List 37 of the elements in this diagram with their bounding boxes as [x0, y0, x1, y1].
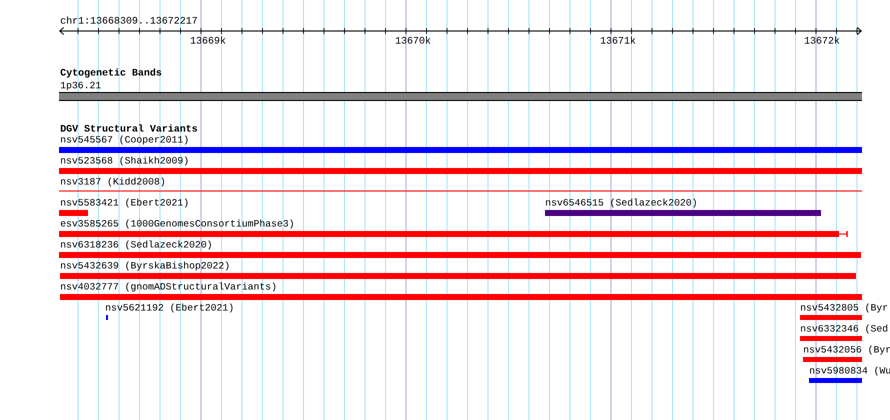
node-label: nsv5980834 (Wu	[810, 366, 890, 376]
track-title: Cytogenetic Bands	[60, 68, 162, 78]
variant-feature: nsv5432639 (ByrskaBishop2022)	[60, 261, 856, 279]
node-label: nsv5583421 (Ebert2021)	[61, 198, 188, 208]
track-title: DGV Structural Variants	[60, 124, 198, 132]
variant-feature: nsv545567 (Cooper2011)	[59, 135, 862, 153]
node-label: nsv5432805 (Byr	[801, 303, 888, 313]
node-label: nsv5432639 (ByrskaBishop2022)	[61, 261, 228, 271]
variant-feature: nsv4032777 (gnomADStructuralVariants)	[60, 282, 862, 300]
node-label: nsv6318236 (Sedlazeck2020)	[61, 240, 211, 250]
node-label: nsv5432056 (Byr	[804, 345, 890, 355]
node-label: nsv6546515 (Sedlazeck2020)	[546, 198, 696, 208]
tick-label: 13670k	[396, 36, 430, 44]
variant-feature: nsv523568 (Shaikh2009)	[59, 156, 862, 174]
tick-label: 13672k	[804, 36, 840, 44]
coordinate-label: chr1:13668309..13672217	[60, 16, 197, 24]
variant-feature: nsv5621192 (Ebert2021)	[106, 303, 232, 320]
node-label: nsv545567 (Cooper2011)	[61, 135, 188, 145]
variant-feature: nsv6318236 (Sedlazeck2020)	[59, 240, 861, 258]
variant-feature: nsv5432805 (Byr	[800, 303, 888, 320]
variant-feature: nsv3187 (Kidd2008)	[59, 177, 862, 192]
variant-feature: nsv6546515 (Sedlazeck2020)	[545, 198, 821, 216]
variant-feature: nsv5980834 (Wu	[809, 366, 890, 383]
node-label: nsv6332346 (Sed	[801, 324, 888, 334]
cytoband-bar: 1p36.21	[58, 82, 862, 101]
node-label: nsv3187 (Kidd2008)	[61, 177, 164, 187]
node-label: nsv523568 (Shaikh2009)	[61, 156, 188, 166]
variant-feature: nsv5583421 (Ebert2021)	[59, 198, 188, 216]
variant-feature: nsv6332346 (Sed	[800, 324, 888, 341]
variant-feature: nsv5432056 (Byr	[803, 345, 890, 362]
node-label: 1p36.21	[60, 82, 101, 90]
node-label: nsv5621192 (Ebert2021)	[106, 303, 232, 313]
node-label: esv3585265 (1000GenomesConsortiumPhase3)	[60, 219, 293, 229]
tick-label: 13669k	[190, 36, 226, 44]
variant-feature: esv3585265 (1000GenomesConsortiumPhase3)	[59, 219, 848, 237]
tick-label: 13671k	[600, 36, 636, 44]
node-label: nsv4032777 (gnomADStructuralVariants)	[61, 282, 276, 292]
